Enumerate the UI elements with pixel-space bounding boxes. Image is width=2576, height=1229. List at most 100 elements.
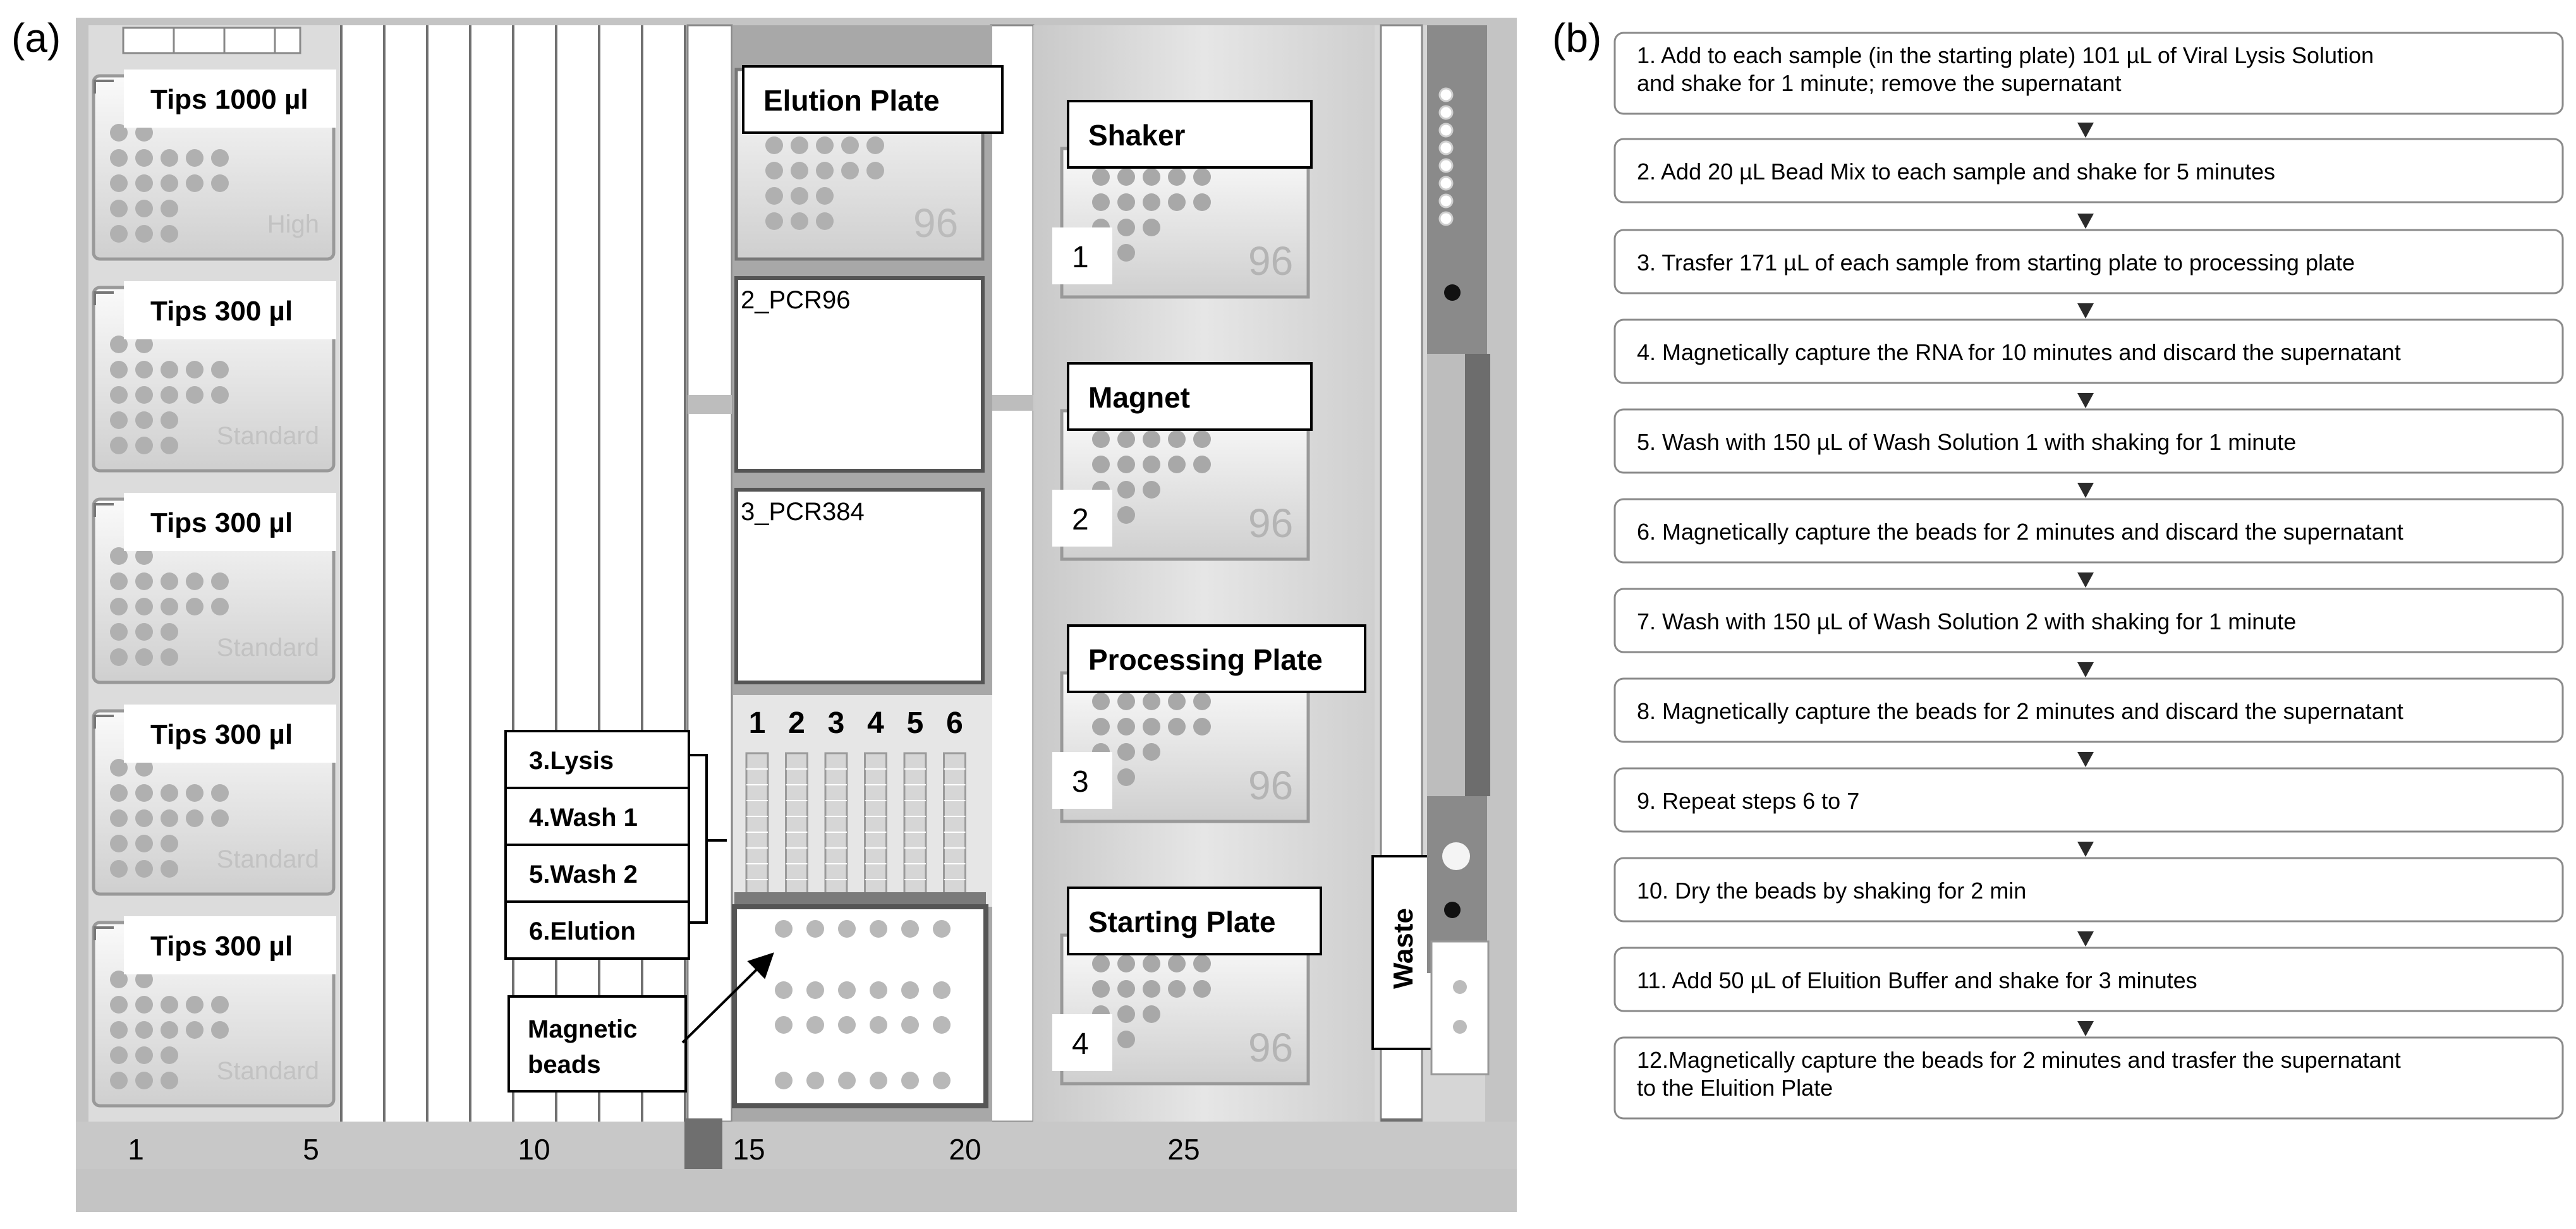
tip-rack-label: Tips 300 µl — [150, 931, 293, 962]
well-dot — [110, 809, 128, 827]
tip-rack-label: Tips 1000 µl — [150, 84, 308, 115]
step-arrow — [2077, 842, 2094, 857]
well-dot — [806, 1016, 824, 1034]
hardware-dots — [1438, 87, 1454, 226]
tip-rack-type: Standard — [217, 634, 319, 662]
reagent-label: 5.Wash 2 — [529, 861, 638, 888]
carrier-number-box — [1052, 1014, 1112, 1071]
well-dot — [186, 572, 204, 590]
well-dot — [1092, 718, 1110, 736]
well-dot — [211, 598, 229, 615]
well-dot — [110, 598, 128, 615]
step-arrow — [2077, 931, 2094, 947]
well-dot — [110, 411, 128, 429]
pcr384-plate — [734, 488, 985, 684]
well-dot — [838, 981, 856, 999]
well-dot — [816, 187, 834, 205]
well-dot — [110, 547, 128, 565]
well-dot — [110, 149, 128, 167]
well-dot — [110, 860, 128, 878]
well-dot — [1193, 980, 1211, 998]
well-dot — [838, 920, 856, 938]
well-dot — [211, 386, 229, 404]
well-dot — [901, 920, 919, 938]
well-dot — [211, 784, 229, 802]
tip-rack-label: Tips 300 µl — [150, 719, 293, 750]
well-dot — [775, 981, 793, 999]
trough-number: 5 — [907, 706, 924, 740]
well-dot — [110, 1072, 128, 1089]
well-dot — [161, 1021, 178, 1039]
well-dot — [211, 996, 229, 1014]
axis-tick-label: 1 — [128, 1133, 144, 1166]
carrier-label: Processing Plate — [1088, 643, 1323, 676]
well-dot — [161, 1072, 178, 1089]
well-dot — [161, 386, 178, 404]
well-dot — [1117, 980, 1135, 998]
well-dot — [1193, 456, 1211, 473]
well-dot — [1168, 430, 1186, 448]
step-arrow — [2077, 1021, 2094, 1036]
well-dot — [110, 784, 128, 802]
elution-plate-label-box — [742, 65, 1004, 134]
well-dot — [135, 759, 153, 777]
step-arrow — [2077, 483, 2094, 498]
carrier-label-box — [1067, 624, 1366, 693]
well-dot — [186, 149, 204, 167]
well-dot — [816, 136, 834, 154]
well-dot — [135, 648, 153, 666]
well-dot — [161, 996, 178, 1014]
reagent-label: 6.Elution — [529, 917, 636, 945]
well-dot — [765, 162, 783, 179]
step-arrow — [2077, 123, 2094, 138]
well-dot — [211, 149, 229, 167]
well-dot — [933, 1072, 951, 1089]
reagent-label-box — [504, 787, 690, 846]
well-dot — [775, 1072, 793, 1089]
well-dot — [110, 1046, 128, 1064]
tip-rack-label: Tips 300 µl — [150, 296, 293, 327]
well-dot — [1143, 743, 1160, 761]
protocol-step-text: 8. Magnetically capture the beads for 2 … — [1637, 698, 2403, 724]
well-dot — [135, 598, 153, 615]
magnetic-beads-arrow — [681, 952, 774, 1044]
well-dot — [161, 225, 178, 243]
well-dot — [870, 920, 887, 938]
well-dot — [186, 174, 204, 192]
axis-strip — [76, 1122, 1517, 1169]
well-dot — [135, 1046, 153, 1064]
well-dot — [211, 174, 229, 192]
elution-plate-count: 96 — [913, 200, 958, 246]
step-arrow — [2077, 662, 2094, 677]
reagent-trough — [864, 752, 887, 899]
well-dot — [1193, 430, 1211, 448]
protocol-step-text: 11. Add 50 µL of Eluition Buffer and sha… — [1637, 967, 2197, 993]
carrier-plate-count: 96 — [1248, 500, 1293, 546]
well-dot — [135, 1072, 153, 1089]
tip-rack-type: Standard — [217, 1057, 319, 1085]
carrier-number: 2 — [1072, 503, 1089, 536]
well-dot — [1143, 1005, 1160, 1023]
well-dot — [110, 174, 128, 192]
well-dot — [870, 1016, 887, 1034]
well-dot — [1117, 430, 1135, 448]
carrier-label: Shaker — [1088, 119, 1186, 152]
well-dot — [135, 386, 153, 404]
trough-number: 4 — [867, 706, 884, 740]
well-dot — [806, 920, 824, 938]
lane-narrow-right — [990, 24, 1035, 1123]
carrier-number: 4 — [1072, 1027, 1089, 1061]
protocol-step: 6. Magnetically capture the beads for 2 … — [1613, 498, 2564, 588]
well-dot — [135, 411, 153, 429]
well-dot — [841, 136, 859, 154]
well-dot — [765, 187, 783, 205]
well-dot — [791, 187, 808, 205]
carrier-label: Starting Plate — [1088, 905, 1276, 938]
well-dot — [791, 162, 808, 179]
